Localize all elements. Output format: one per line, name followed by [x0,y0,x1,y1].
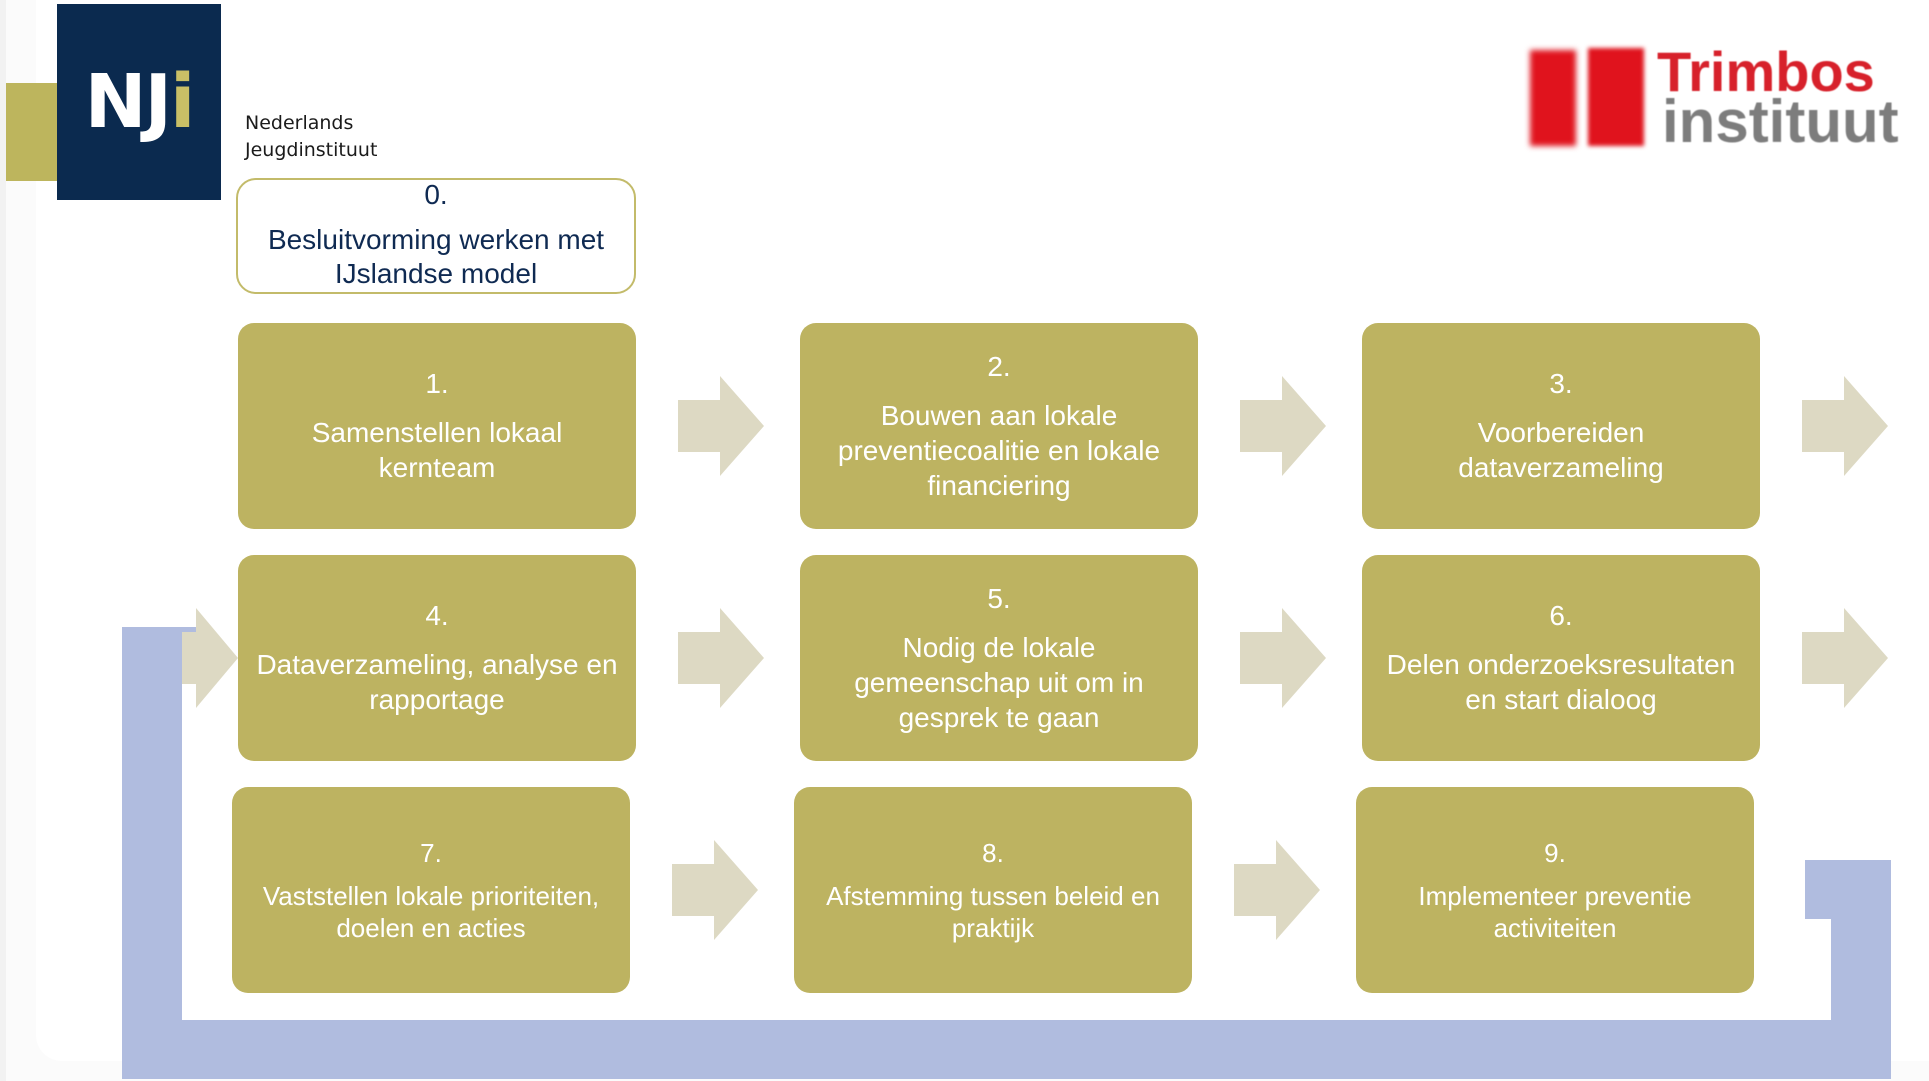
arrow-8-to-9 [1234,840,1320,940]
step-3-number: 3. [1549,368,1573,399]
trimbos-logo-bar [1588,48,1644,146]
arrow-5-to-6 [1240,608,1326,708]
trimbos-logo-text-1: Trimbos [1657,40,1875,103]
step-2-text: Bouwen aan lokale preventiecoalitie en l… [837,399,1161,501]
step-5-number: 5. [987,582,1011,614]
arrow-3-to-next-row [1802,376,1888,476]
arrow-2-to-3 [1240,376,1326,476]
arrow-7-to-8 [672,840,758,940]
trimbos-logo: Trimbos instituut [1520,40,1900,160]
nji-logo-band [6,83,58,181]
arrow-6-to-next-row [1802,608,1888,708]
step-9-box: 9. Implementeer preventie activiteiten [1356,787,1754,993]
nji-logo-mark: NJi [84,59,196,145]
step-3-text: Voorbereiden dataverzameling [1458,417,1664,483]
step-5-text: Nodig de lokale gemeenschap uit om in ge… [854,631,1144,733]
step-4-text: Dataverzameling, analyse en rapportage [256,649,618,715]
step-6-number: 6. [1549,600,1573,631]
arrow-1-to-2 [678,376,764,476]
nji-logo: NJi [57,4,221,200]
step-1-number: 1. [425,368,449,399]
arrow-into-4 [182,608,238,708]
step-6-text: Delen onderzoeksresultaten en start dial… [1386,649,1736,715]
step-7-box: 7. Vaststellen lokale prioriteiten, doel… [232,787,630,993]
arrow-4-to-5 [678,608,764,708]
step-8-number: 8. [982,838,1004,868]
step-7-number: 7. [420,838,442,868]
step-9-text: Implementeer preventie activiteiten [1418,881,1692,943]
loop-connector-shape [122,627,1891,1079]
nji-name-line2: Jeugdinstituut [245,139,378,161]
step-7-text: Vaststellen lokale prioriteiten, doelen … [262,881,600,943]
step-4-number: 4. [425,600,449,631]
nji-logo-name: Nederlands Jeugdinstituut [245,110,377,164]
step-3-box: 3. Voorbereiden dataverzameling [1362,323,1760,529]
step-4-box: 4. Dataverzameling, analyse en rapportag… [238,555,636,761]
step-2-number: 2. [987,350,1011,382]
step-8-text: Afstemming tussen beleid en praktijk [826,881,1160,943]
trimbos-logo-bar [1530,50,1576,146]
step-0-box: 0. Besluitvorming werken met IJslandse m… [236,178,636,294]
step-0-text: Besluitvorming werken met IJslandse mode… [267,224,605,289]
step-8-box: 8. Afstemming tussen beleid en praktijk [794,787,1192,993]
step-2-box: 2. Bouwen aan lokale preventiecoalitie e… [800,323,1198,529]
nji-name-line1: Nederlands [245,112,354,134]
step-1-text: Samenstellen lokaal kernteam [311,417,563,483]
step-5-box: 5. Nodig de lokale gemeenschap uit om in… [800,555,1198,761]
step-6-box: 6. Delen onderzoeksresultaten en start d… [1362,555,1760,761]
step-1-box: 1. Samenstellen lokaal kernteam [238,323,636,529]
trimbos-logo-text-2: instituut [1662,88,1899,155]
step-9-number: 9. [1544,838,1566,868]
step-0-number: 0. [424,179,448,210]
